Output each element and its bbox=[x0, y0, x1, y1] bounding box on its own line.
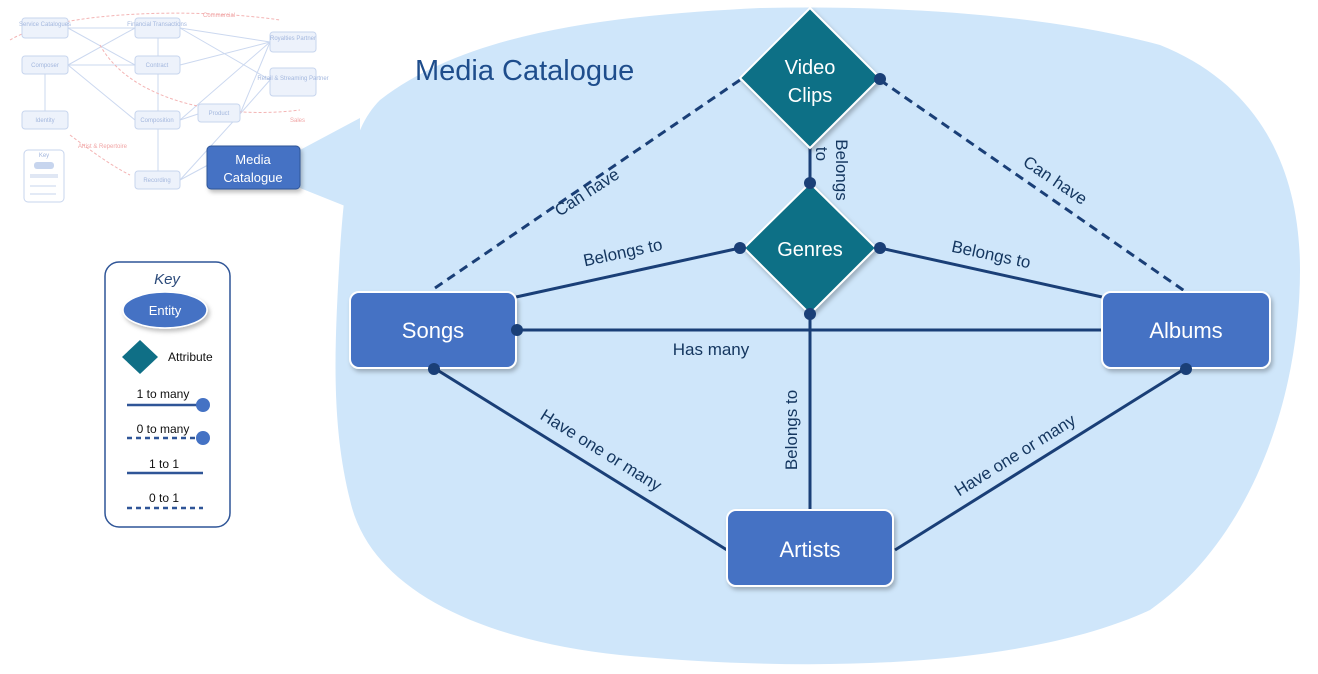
overview-node-product: Product bbox=[209, 111, 230, 117]
overview-node-financial-transactions: Financial Transactions bbox=[127, 22, 187, 28]
overview-node-composer: Composer bbox=[31, 63, 59, 69]
line-albums-genres bbox=[879, 246, 1103, 299]
overview-node-royalties-partner: Royalties Partner bbox=[270, 36, 316, 42]
dot-genres-right bbox=[874, 242, 886, 254]
overview-node-retail-streaming-partner: Retail & Streaming Partner bbox=[257, 76, 328, 82]
label-songs-albums: Has many bbox=[673, 340, 750, 359]
legend-zero-to-many-dot bbox=[196, 431, 210, 445]
overview-region-sales: Sales bbox=[290, 118, 305, 124]
legend-key: Key Entity Attribute 1 to many 0 to many… bbox=[104, 261, 231, 528]
label-videoclips-genres: Belongs to bbox=[812, 139, 851, 200]
attribute-video-clips-line2: Clips bbox=[788, 85, 832, 107]
label-videoclips-genres-line2: to bbox=[812, 147, 831, 161]
attribute-video-clips-line1: Video bbox=[785, 57, 836, 79]
legend-zero-to-one-label: 0 to 1 bbox=[149, 491, 179, 505]
legend-zero-to-many-label: 0 to many bbox=[137, 422, 190, 436]
overview-highlight-media-catalogue[interactable] bbox=[206, 145, 301, 190]
dot-videoclips-albums bbox=[874, 73, 886, 85]
label-videoclips-genres-line1: Belongs bbox=[832, 139, 851, 200]
legend-attribute-diamond-icon bbox=[122, 340, 158, 374]
legend-attribute-label: Attribute bbox=[168, 350, 213, 364]
line-albums-artists bbox=[894, 366, 1187, 552]
entity-artists[interactable] bbox=[726, 509, 894, 587]
attribute-video-clips[interactable] bbox=[738, 6, 882, 150]
overview-minimap: Service Catalogues Financial Transaction… bbox=[9, 12, 329, 203]
overview-node-service-catalogues: Service Catalogues bbox=[19, 22, 71, 28]
overview-highlight-line2: Catalogue bbox=[223, 170, 282, 185]
legend-one-to-one-label: 1 to 1 bbox=[149, 457, 179, 471]
legend-title: Key bbox=[154, 271, 181, 288]
overview-node-composition: Composition bbox=[140, 118, 173, 124]
dot-albums-bottom bbox=[1180, 363, 1192, 375]
legend-one-to-many-label: 1 to many bbox=[137, 387, 190, 401]
attribute-genres-label: Genres bbox=[777, 239, 843, 261]
overview-region-artist-repertoire: Artist & Repertoire bbox=[78, 144, 128, 150]
entity-songs-label: Songs bbox=[402, 318, 464, 343]
label-artists-genres: Belongs to bbox=[782, 390, 801, 470]
diagram-title: Media Catalogue bbox=[415, 55, 634, 87]
overview-highlight-line1: Media bbox=[235, 152, 271, 167]
legend-entity-shape bbox=[122, 291, 208, 329]
legend-one-to-many-dot bbox=[196, 398, 210, 412]
catalogue-region-blob bbox=[335, 7, 1301, 665]
legend-entity-label: Entity bbox=[149, 303, 182, 318]
zoom-callout-wedge bbox=[300, 118, 360, 212]
dot-genres-left bbox=[734, 242, 746, 254]
line-albums-videoclips bbox=[879, 78, 1187, 294]
line-songs-genres bbox=[515, 246, 741, 299]
dot-genres-bottom bbox=[804, 308, 816, 320]
entity-artists-label: Artists bbox=[779, 537, 840, 562]
dot-songs-bottom bbox=[428, 363, 440, 375]
dot-genres-top bbox=[804, 177, 816, 189]
overview-node-recording: Recording bbox=[143, 178, 170, 184]
overview-node-contract: Contract bbox=[146, 63, 169, 69]
line-songs-artists bbox=[433, 366, 728, 552]
overview-node-identity: Identity bbox=[35, 118, 54, 124]
dot-songs-right bbox=[511, 324, 523, 336]
overview-mini-key-title: Key bbox=[39, 153, 49, 159]
entity-albums-label: Albums bbox=[1149, 318, 1222, 343]
overview-region-commercial: Commercial bbox=[203, 13, 235, 19]
line-songs-videoclips bbox=[434, 78, 741, 290]
